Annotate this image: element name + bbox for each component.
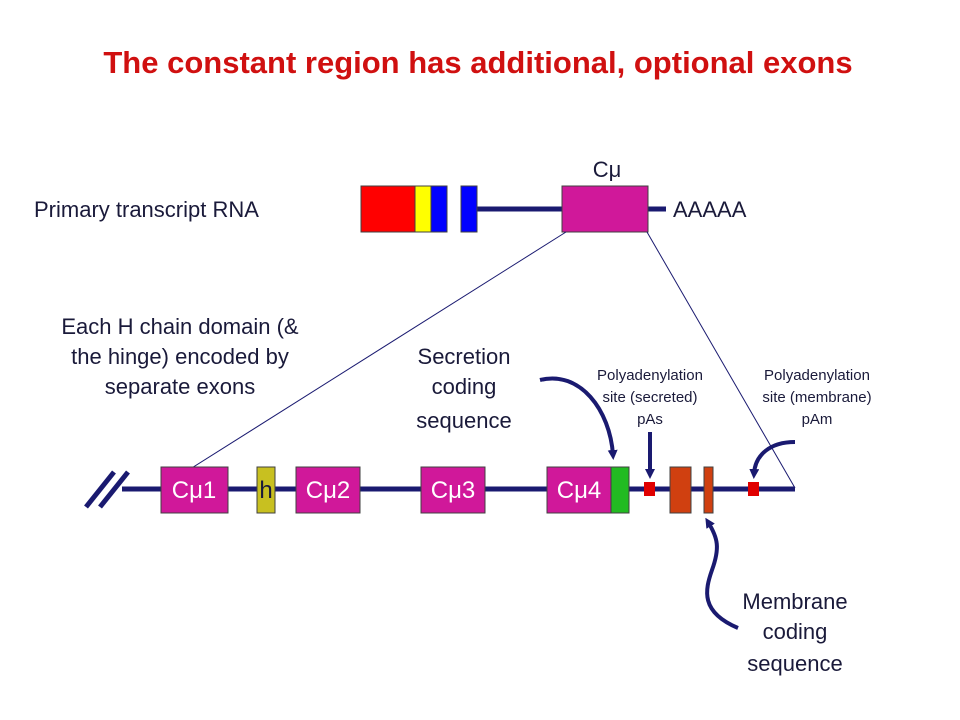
secretion-label-line-1: Secretion bbox=[418, 344, 511, 369]
exon-cmu1-label: Cμ1 bbox=[172, 477, 217, 504]
membrane-exon-1 bbox=[669, 466, 692, 514]
description-line-2: the hinge) encoded by bbox=[71, 344, 289, 369]
pas-label-line-1: Polyadenylation bbox=[597, 367, 703, 384]
pam-arrow bbox=[749, 440, 796, 479]
membrane-arrow bbox=[705, 517, 739, 630]
c-mu-label: Cμ bbox=[593, 157, 622, 182]
pam-label-line-3: pAm bbox=[802, 411, 833, 428]
description-line-1: Each H chain domain (& bbox=[61, 314, 299, 339]
exon-cmu2 bbox=[295, 466, 361, 514]
secretion-label-line-2: coding bbox=[432, 374, 497, 399]
membrane-label-line-2: coding bbox=[763, 619, 828, 644]
secretion-label-line-3: sequence bbox=[416, 408, 511, 433]
break-mark-2 bbox=[98, 470, 130, 509]
pam-label-line-2: site (membrane) bbox=[762, 389, 871, 406]
exon-cmu4-label: Cμ4 bbox=[557, 477, 602, 504]
exon-cmu3 bbox=[420, 466, 486, 514]
membrane-label-line-3: sequence bbox=[747, 651, 842, 676]
membrane-label-line-1: Membrane bbox=[742, 589, 847, 614]
pas-label-line-3: pAs bbox=[637, 411, 663, 428]
c-mu-region-block bbox=[561, 185, 649, 233]
zoom-line-right bbox=[646, 231, 796, 489]
secretion-arrow bbox=[539, 376, 618, 460]
variable-exon-blue-2 bbox=[460, 185, 478, 233]
variable-exon-blue-1 bbox=[430, 185, 448, 233]
variable-exon-red bbox=[360, 185, 417, 233]
break-mark-1 bbox=[84, 470, 116, 509]
pam-label-line-1: Polyadenylation bbox=[764, 367, 870, 384]
primary-transcript-label: Primary transcript RNA bbox=[34, 197, 259, 222]
description-line-3: separate exons bbox=[105, 374, 255, 399]
exon-cmu2-label: Cμ2 bbox=[306, 477, 351, 504]
zoom-line-left bbox=[159, 231, 567, 489]
exon-cmu1 bbox=[160, 466, 229, 514]
membrane-exon-2 bbox=[703, 466, 714, 514]
polya-tail-label: AAAAA bbox=[673, 197, 747, 222]
secretion-exon bbox=[610, 466, 630, 514]
pas-label-line-2: site (secreted) bbox=[602, 389, 697, 406]
exon-hinge bbox=[256, 466, 276, 514]
variable-exon-yellow bbox=[414, 185, 432, 233]
polya-site-secreted bbox=[644, 482, 655, 496]
page-title: The constant region has additional, opti… bbox=[103, 45, 852, 80]
exon-hinge-label: h bbox=[259, 477, 272, 504]
exon-cmu3-label: Cμ3 bbox=[431, 477, 476, 504]
polya-site-membrane bbox=[748, 482, 759, 496]
